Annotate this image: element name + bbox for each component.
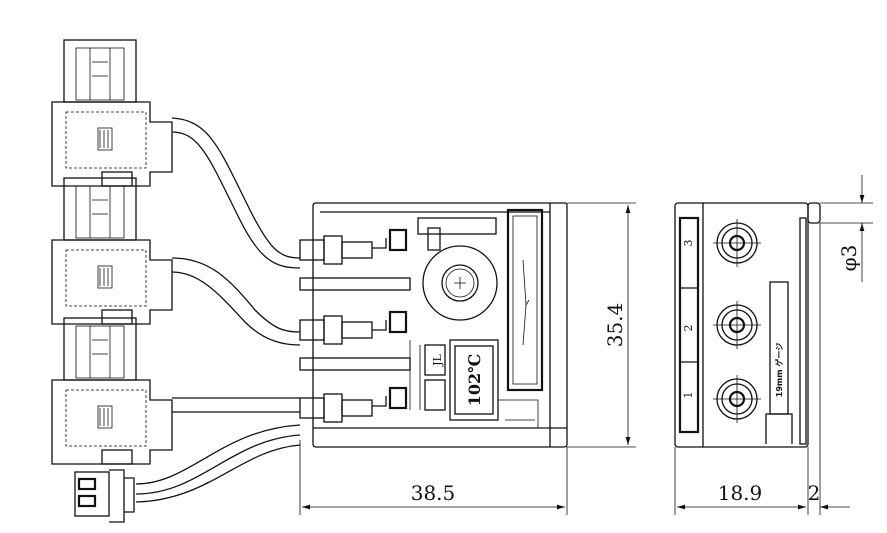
- dimension-front-width: 38.5: [299, 440, 568, 515]
- dimension-height-value: 35.4: [603, 303, 627, 348]
- gauge-label: 19mm ゲージ: [774, 343, 784, 397]
- connector-top: [51, 39, 173, 187]
- side-view: 3 2 1 19mm ゲージ: [674, 202, 821, 448]
- wires: [135, 117, 301, 503]
- terminal-label-1: 1: [682, 392, 695, 399]
- front-view: JL 102℃: [299, 202, 568, 448]
- temperature-label: 102℃: [465, 354, 484, 407]
- dimension-diameter: φ3: [820, 175, 873, 282]
- connector-middle: [51, 177, 173, 325]
- dimension-height: 35.4: [567, 202, 636, 448]
- screw-terminal-3: [713, 219, 761, 267]
- terminals: [299, 228, 421, 423]
- dimension-diameter-value: φ3: [837, 245, 861, 272]
- terminal-label-2: 2: [682, 325, 695, 332]
- dimension-knob-offset-value: 2: [808, 481, 821, 505]
- connector-bottom: [51, 317, 173, 465]
- terminal-label-3: 3: [682, 240, 695, 247]
- dimension-front-width-value: 38.5: [411, 481, 456, 505]
- screw-terminal-2: [713, 301, 761, 349]
- brand-label: JL: [431, 353, 444, 366]
- dimension-side-width: 18.9 2: [674, 223, 850, 515]
- screw-terminal-1: [713, 375, 761, 423]
- small-connector: [74, 469, 135, 523]
- dimension-side-width-value: 18.9: [718, 481, 763, 505]
